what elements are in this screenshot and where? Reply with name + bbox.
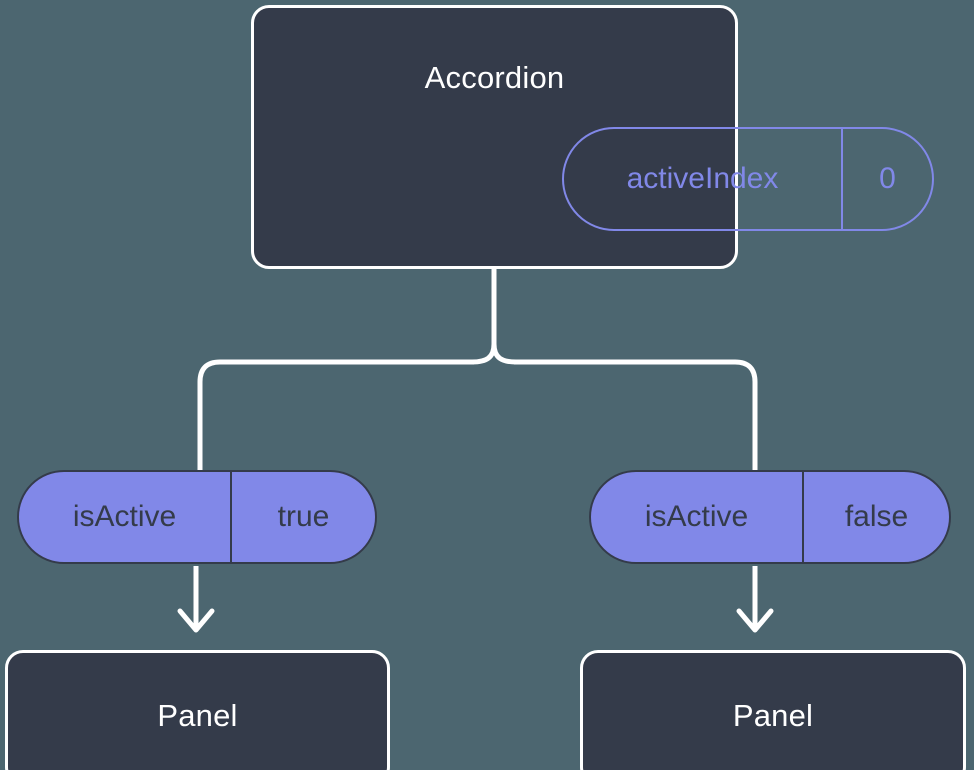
wire-fork-right [491,343,517,365]
right-arrowhead-icon [736,608,774,633]
state-pill-active-index-value: 0 [841,129,932,229]
panel-node-right[interactable]: Panel [580,650,966,770]
accordion-node[interactable]: Accordion activeIndex 0 [251,5,934,269]
panel-node-left-label: Panel [157,698,238,733]
prop-pill-is-active-false-key: isActive [644,500,749,533]
wire-fork-left [471,343,497,365]
panel-node-left[interactable]: Panel [5,650,390,770]
wire-to-left-branch [197,359,474,470]
prop-pill-is-active-true-key: isActive [72,500,177,533]
prop-pill-is-active-false[interactable]: isActive false [589,470,951,564]
prop-pill-is-active-false-value: false [802,472,949,562]
left-arrowhead-icon [177,608,215,633]
prop-pill-is-active-true-value: true [230,472,375,562]
prop-pill-is-active-true[interactable]: isActive true [17,470,377,564]
accordion-node-label: Accordion [424,60,565,95]
state-pill-active-index-key: activeIndex [626,162,779,195]
wire-to-right-branch [514,359,758,470]
state-pill-active-index[interactable]: activeIndex 0 [562,127,934,231]
panel-node-right-label: Panel [732,698,814,733]
